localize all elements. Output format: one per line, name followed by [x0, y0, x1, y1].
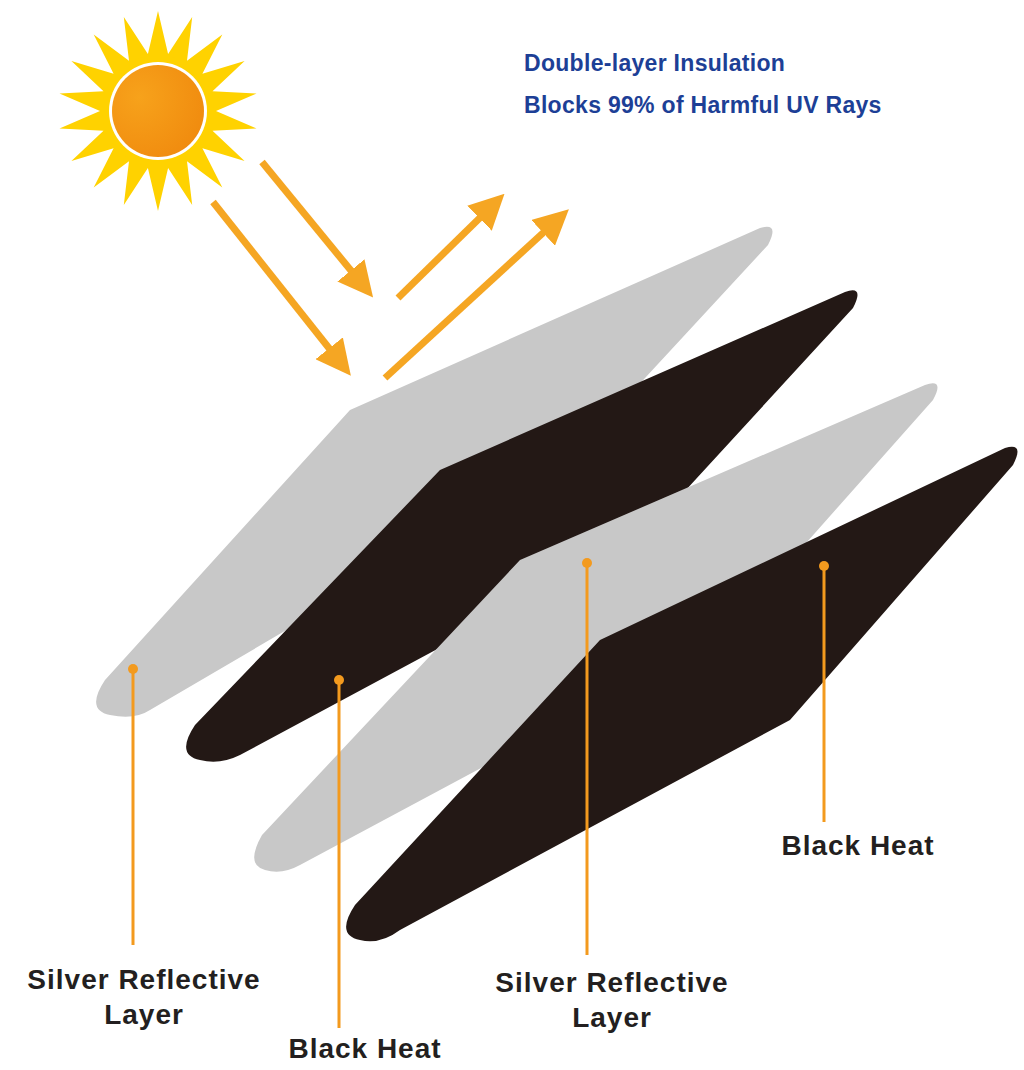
leader-dot	[128, 664, 138, 674]
incoming-ray	[213, 202, 340, 362]
leader-line	[586, 563, 589, 955]
heading-text: Double-layer Insulation	[524, 50, 944, 77]
leader-dot	[582, 558, 592, 568]
black-layer	[346, 447, 1017, 941]
heading-text: Blocks 99% of Harmful UV Rays	[524, 92, 984, 119]
leader-dot	[334, 675, 344, 685]
sun-core	[112, 65, 204, 157]
part-label: Silver Reflective Layer	[467, 965, 757, 1035]
sun-rays	[60, 11, 257, 211]
leader-dot	[819, 561, 829, 571]
sun-icon	[60, 11, 257, 211]
part-label: Black Heat	[250, 1031, 480, 1066]
reflected-ray	[398, 206, 492, 298]
leader-line	[132, 669, 135, 945]
part-label: Black Heat	[743, 828, 973, 863]
part-label: Silver Reflective Layer	[4, 962, 284, 1032]
leader-line	[823, 566, 826, 822]
sun-ring	[102, 55, 214, 167]
incoming-ray	[262, 162, 362, 284]
leader-line	[338, 680, 341, 1028]
sun-ring-gap	[109, 62, 207, 160]
